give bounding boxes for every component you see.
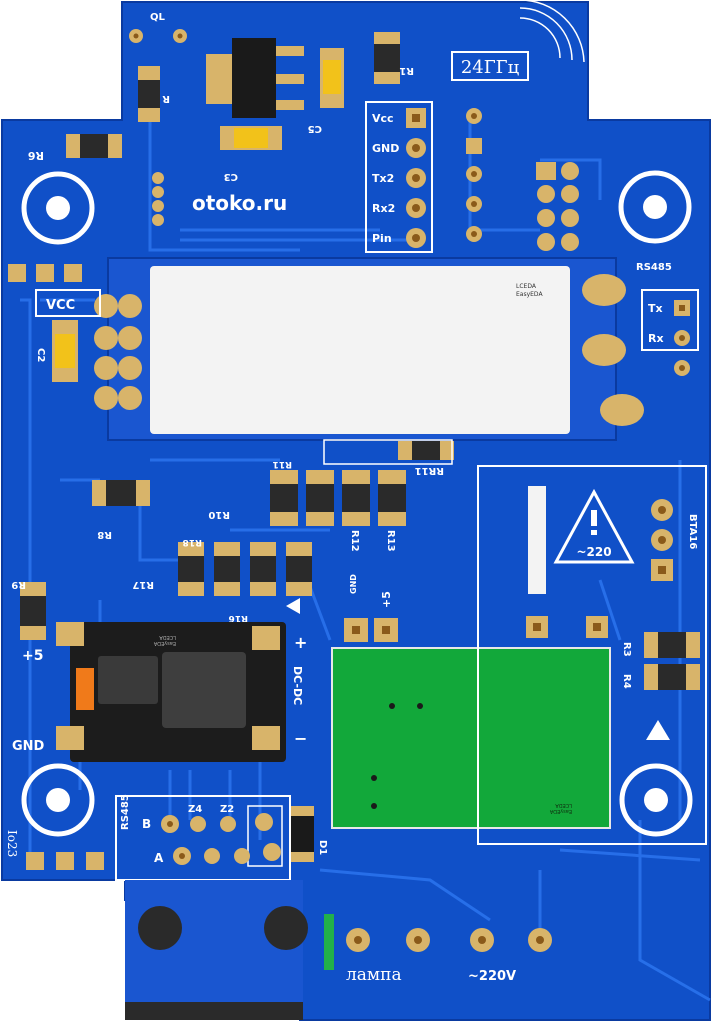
small-header-left <box>152 172 164 226</box>
a-label: A <box>154 851 164 865</box>
lceda-logo-display: LCEDA <box>516 283 537 290</box>
pin-header-box <box>365 101 433 253</box>
gnd-left-label: GND <box>12 739 45 754</box>
gnd-module-label: GND <box>349 574 358 594</box>
voltage-regulator <box>206 38 304 118</box>
brand-label: otoko.ru <box>192 191 287 215</box>
rs485-top-label: RS485 <box>636 262 672 273</box>
warning-icon <box>553 488 635 564</box>
r-top-label: R <box>162 93 170 104</box>
lamp-label: лампа <box>346 965 402 985</box>
easyeda-logo-dcdc: EasyEDA <box>153 640 176 646</box>
z2-label: Z2 <box>220 804 234 815</box>
radar-pads <box>466 108 482 242</box>
r6-label: R6 <box>28 149 44 162</box>
mains-label: ~220V <box>468 969 516 984</box>
r12-label: R12 <box>349 530 360 552</box>
plus5-module-label: +5 <box>380 591 393 608</box>
dcdc-plus-label: + <box>294 633 307 652</box>
z4-label: Z4 <box>188 804 202 815</box>
r13-label: R13 <box>385 530 396 552</box>
pad-row-left <box>8 264 82 282</box>
plus5-left-label: +5 <box>22 648 43 664</box>
warning-label: ~220 <box>576 545 611 559</box>
easyeda-logo-module: EasyEDA <box>549 808 572 814</box>
dcdc-minus-label: − <box>294 729 307 748</box>
display-pads-left <box>94 294 142 410</box>
r8-label: R8 <box>97 529 112 540</box>
antenna-icon <box>519 0 585 63</box>
r10-label: R10 <box>208 509 230 520</box>
pin-label-tx2: Tx2 <box>372 172 394 185</box>
pin-label-vcc: Vcc <box>372 112 394 125</box>
copper-traces <box>20 70 711 1002</box>
rs485-terminal-pads <box>161 813 281 865</box>
d1-label: D1 <box>317 840 328 855</box>
bta16-label: BTA16 <box>687 514 698 549</box>
easyeda-logo-display: EasyEDA <box>516 291 543 298</box>
pin-label-pin: Pin <box>372 232 392 245</box>
freq-label: 24ГГц <box>461 57 520 78</box>
pin-header: Vcc GND Tx2 Rx2 Pin <box>372 108 426 248</box>
lceda-logo-module: LCEDA <box>555 802 572 808</box>
rr11-label: RR11 <box>415 465 444 476</box>
mains-pads <box>346 928 552 952</box>
lceda-logo-dcdc: LCEDA <box>159 634 176 640</box>
rs485-bottom-label: RS485 <box>120 794 131 830</box>
header-2x4 <box>536 162 579 251</box>
r4-label: R4 <box>621 674 632 689</box>
c3-label: C3 <box>224 171 238 182</box>
r1-label: R1 <box>399 65 414 76</box>
smd-components <box>20 32 700 862</box>
c2-label: C2 <box>35 348 46 362</box>
r3-label: R3 <box>621 642 632 657</box>
tx-label: Tx <box>648 302 663 315</box>
power-module <box>331 647 611 829</box>
r11-label: R11 <box>273 459 292 469</box>
r17-label: R17 <box>132 579 154 590</box>
rx-label: Rx <box>648 332 664 345</box>
terminal-block <box>125 880 308 1020</box>
b-label: B <box>142 817 151 831</box>
ql-label: QL <box>150 12 166 23</box>
vcc-label: VCC <box>46 298 75 313</box>
display-screen <box>150 266 570 434</box>
pin-label-gnd: GND <box>372 142 399 155</box>
dcdc-label: DC-DC <box>291 666 304 705</box>
dcdc-converter: LCEDA EasyEDA <box>56 622 286 762</box>
display-pads-right <box>582 274 644 426</box>
r16-label: R16 <box>229 613 248 623</box>
hv-region <box>477 465 707 845</box>
r9-label: R9 <box>11 579 26 590</box>
c5-label: C5 <box>308 123 322 134</box>
pin-label-rx2: Rx2 <box>372 202 395 215</box>
r18-label: R18 <box>183 537 202 547</box>
io23-label: Io23 <box>5 830 19 857</box>
mounting-holes <box>21 170 693 837</box>
